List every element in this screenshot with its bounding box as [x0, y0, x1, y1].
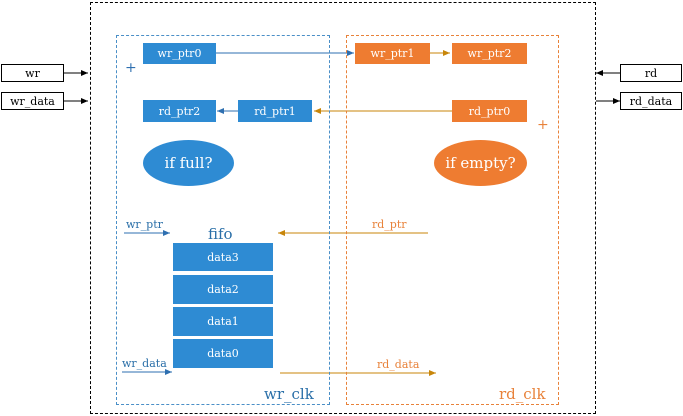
rd-ptr-label: rd_ptr — [372, 218, 407, 231]
fifo-cell: data3 — [173, 243, 273, 271]
write-increment-sign: + — [125, 60, 137, 76]
write-clock-label: wr_clk — [264, 385, 314, 403]
wr-port: wr — [1, 64, 64, 82]
empty-check: if empty? — [434, 140, 527, 186]
fifo-module-boundary — [90, 2, 596, 414]
wr-ptr1-register: wr_ptr1 — [355, 43, 430, 64]
fifo-cell: data1 — [173, 307, 273, 336]
wr-data-label: wr_data — [122, 357, 167, 370]
read-increment-sign: + — [537, 117, 549, 133]
rd-ptr0-register: rd_ptr0 — [452, 100, 527, 122]
read-clock-domain — [346, 35, 559, 405]
fifo-cell: data0 — [173, 339, 273, 368]
write-clock-domain — [116, 35, 330, 405]
wr-ptr0-register: wr_ptr0 — [143, 43, 216, 64]
rd-ptr1-register: rd_ptr1 — [238, 100, 312, 122]
rd-port: rd — [620, 64, 682, 82]
wr-ptr-label: wr_ptr — [126, 218, 163, 231]
rd-ptr2-register: rd_ptr2 — [143, 100, 216, 122]
wr-data-port: wr_data — [1, 92, 64, 110]
full-check: if full? — [143, 140, 234, 186]
wr-ptr2-register: wr_ptr2 — [452, 43, 527, 64]
read-clock-label: rd_clk — [499, 385, 546, 403]
fifo-title: fifo — [208, 225, 233, 243]
fifo-cell: data2 — [173, 275, 273, 304]
rd-data-port: rd_data — [620, 92, 682, 110]
rd-data-label: rd_data — [377, 358, 420, 371]
